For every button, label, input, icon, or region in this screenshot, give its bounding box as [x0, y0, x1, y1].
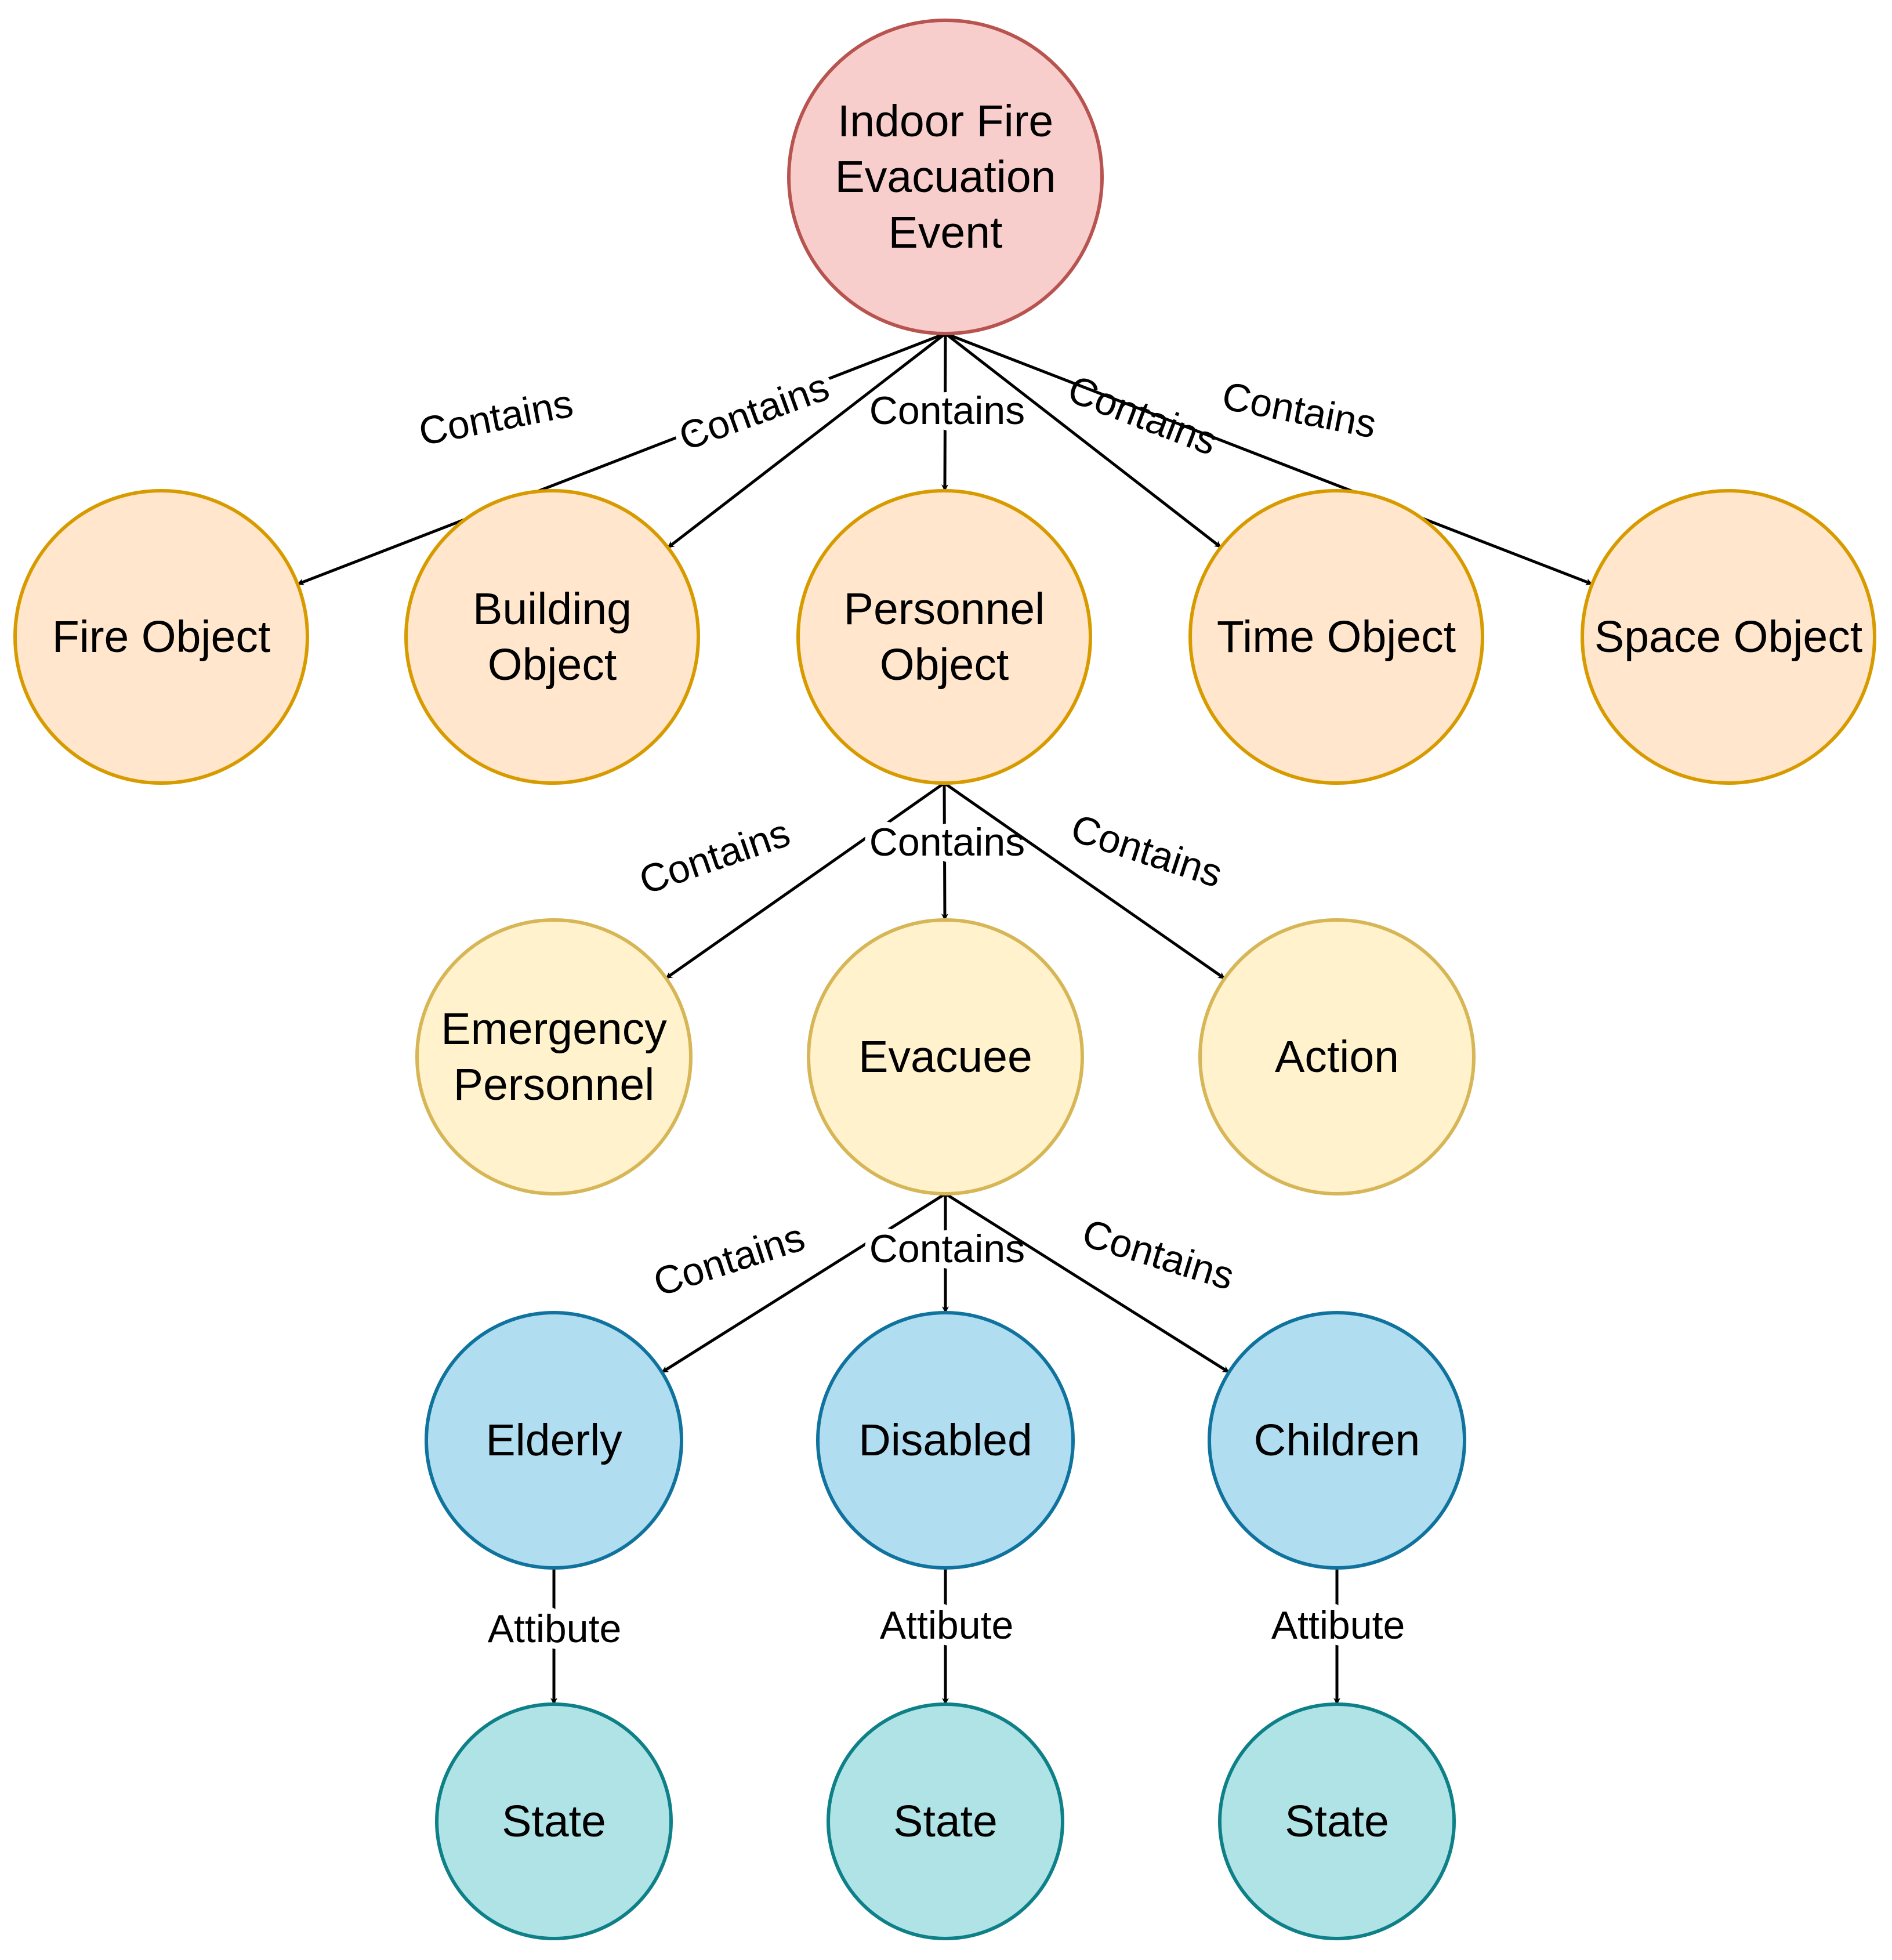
node-label-event: Indoor Fire — [838, 96, 1053, 146]
node-circle-event — [787, 19, 1104, 335]
node-circle-space — [1581, 489, 1876, 785]
edge-label-contains: Contains — [1219, 374, 1380, 447]
edge-event-to-space — [945, 332, 1593, 586]
node-space: Space Object — [1581, 489, 1876, 785]
edge-label-contains: Contains — [634, 810, 796, 903]
edge-personnel-to-action — [943, 781, 1226, 980]
node-label-personnel: Object — [880, 640, 1009, 690]
node-circle-fire — [13, 489, 309, 785]
edge-label-contains: Contains — [869, 1227, 1025, 1271]
edge-label-halo: Contains — [869, 389, 1025, 433]
node-label-fire: Fire Object — [52, 612, 271, 662]
node-evacuee: Evacuee — [807, 918, 1084, 1195]
edge-personnel-to-evacuee — [941, 782, 948, 921]
node-label-state2: State — [893, 1796, 998, 1846]
node-circle-action — [1198, 918, 1476, 1195]
edge-label-contains: Contains — [869, 820, 1025, 864]
edge-label-halo: Attibute — [1271, 1603, 1405, 1647]
node-label-space: Space Object — [1594, 612, 1862, 662]
edge-label-contains: Contains — [1066, 806, 1228, 896]
node-fire: Fire Object — [13, 489, 309, 785]
node-circle-evacuee — [807, 918, 1084, 1195]
edge-label-contains: Contains — [1078, 1211, 1239, 1298]
node-label-emergency: Personnel — [454, 1060, 655, 1110]
node-label-building: Building — [473, 584, 632, 634]
edge-label-attibute: Attibute — [488, 1607, 622, 1651]
node-state1: State — [435, 1702, 673, 1940]
node-state3: State — [1218, 1702, 1456, 1940]
edge-evacuee-to-elderly — [661, 1192, 947, 1374]
node-time: Time Object — [1188, 489, 1484, 785]
node-label-building: Object — [488, 640, 617, 690]
node-label-event: Event — [889, 208, 1003, 258]
node-label-event: Evacuation — [835, 152, 1056, 202]
edge-event-to-time — [944, 332, 1222, 549]
node-circle-time — [1188, 489, 1484, 785]
edge-label-halo: Attibute — [488, 1607, 622, 1651]
edge-event-to-fire — [296, 332, 946, 586]
node-label-personnel: Personnel — [844, 584, 1045, 634]
node-circle-building — [404, 489, 700, 785]
node-label-evacuee: Evacuee — [858, 1032, 1032, 1082]
node-label-state3: State — [1285, 1796, 1389, 1846]
node-label-elderly: Elderly — [485, 1415, 622, 1465]
node-label-disabled: Disabled — [858, 1415, 1032, 1465]
edge-label-contains: Contains — [673, 364, 835, 459]
edge-evacuee-to-children — [944, 1192, 1230, 1374]
node-circle-elderly — [425, 1311, 683, 1570]
node-children: Children — [1208, 1311, 1466, 1570]
node-elderly: Elderly — [425, 1311, 683, 1570]
edge-label-contains: Contains — [869, 389, 1025, 433]
edge-label-contains: Contains — [1062, 367, 1223, 463]
node-disabled: Disabled — [816, 1311, 1075, 1570]
edge-label-contains: Contains — [648, 1215, 810, 1305]
node-circle-children — [1208, 1311, 1466, 1570]
node-label-state1: State — [502, 1796, 606, 1846]
node-label-action: Action — [1275, 1032, 1399, 1082]
node-action: Action — [1198, 918, 1476, 1195]
node-circle-state1 — [435, 1702, 673, 1940]
edge-label-contains: Contains — [415, 381, 577, 454]
edge-label-attibute: Attibute — [1271, 1603, 1405, 1647]
node-circle-state2 — [827, 1702, 1064, 1940]
edge-label-halo: Attibute — [880, 1603, 1014, 1647]
edge-label-attibute: Attibute — [880, 1603, 1014, 1647]
node-label-children: Children — [1254, 1415, 1420, 1465]
node-state2: State — [827, 1702, 1064, 1940]
node-label-time: Time Object — [1217, 612, 1456, 662]
node-circle-personnel — [796, 489, 1092, 785]
node-label-emergency: Emergency — [441, 1004, 667, 1054]
edge-event-to-building — [667, 332, 947, 549]
node-circle-emergency — [415, 918, 693, 1195]
node-circle-state3 — [1218, 1702, 1456, 1940]
node-circle-disabled — [816, 1311, 1075, 1570]
edge-personnel-to-emergency — [665, 781, 945, 980]
